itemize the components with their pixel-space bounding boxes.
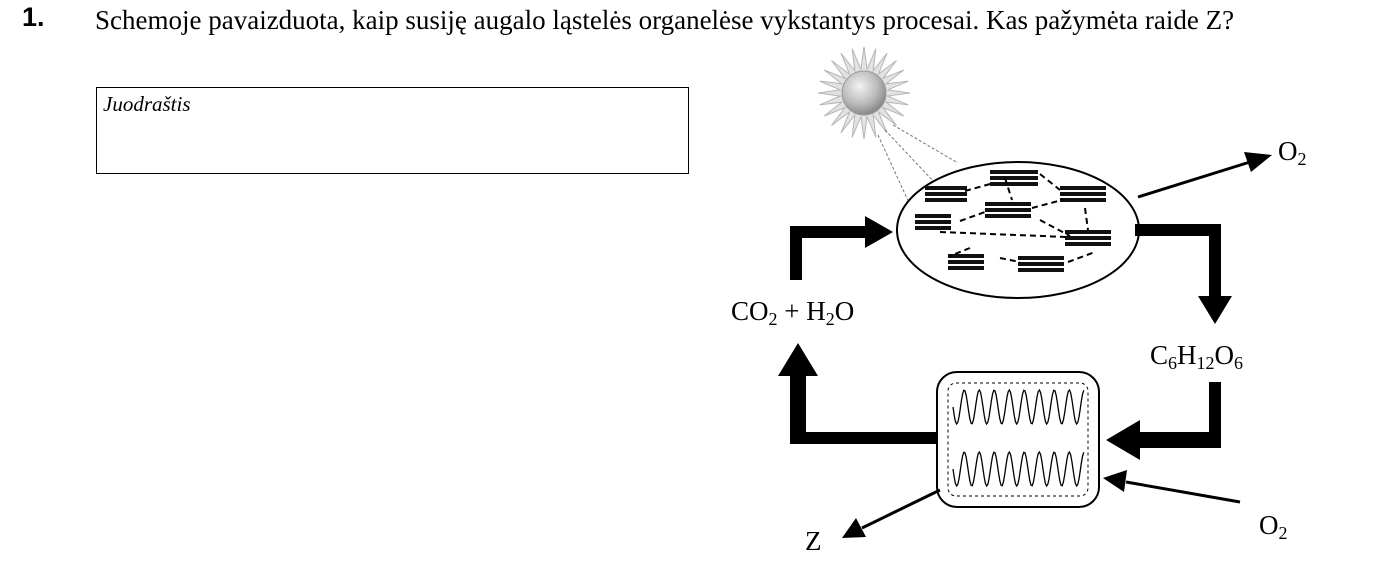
thylakoid-disc [915, 226, 951, 230]
thin-arrows [842, 152, 1272, 538]
thylakoid-disc [1065, 230, 1111, 234]
label-o2-top: O2 [1278, 136, 1307, 169]
thylakoid-disc [1018, 268, 1064, 272]
thylakoid-disc [925, 198, 967, 202]
thylakoid-disc [925, 186, 967, 190]
thylakoid-disc [1060, 198, 1106, 202]
thylakoid-disc [1065, 242, 1111, 246]
thylakoid-disc [985, 208, 1031, 212]
thylakoid-disc [948, 260, 984, 264]
thylakoid-disc [1018, 256, 1064, 260]
thylakoid-disc [1018, 262, 1064, 266]
label-glucose: C6H12O6 [1150, 340, 1244, 373]
chloroplast [896, 161, 1140, 299]
label-z: Z [805, 526, 822, 556]
thylakoid-disc [915, 220, 951, 224]
thylakoid-disc [948, 254, 984, 258]
thylakoid-disc [990, 182, 1038, 186]
thylakoid-disc [1060, 192, 1106, 196]
light-rays [877, 124, 959, 206]
thylakoid-disc [990, 170, 1038, 174]
draft-box[interactable]: Juodraštis [96, 87, 689, 174]
arrows [778, 216, 1232, 460]
thylakoid-disc [1065, 236, 1111, 240]
thylakoid-disc [985, 214, 1031, 218]
question-number: 1. [22, 2, 45, 32]
thylakoid-disc [1060, 186, 1106, 190]
thylakoid-disc [990, 176, 1038, 180]
thylakoid-disc [985, 202, 1031, 206]
sun-icon [817, 46, 911, 140]
mitochondrion [936, 371, 1100, 508]
thylakoid-disc [948, 266, 984, 270]
label-co2-h2o: CO2 + H2O [731, 296, 855, 329]
thylakoid-disc [915, 214, 951, 218]
thylakoid-disc [925, 192, 967, 196]
question-text: Schemoje pavaizduota, kaip susiję augalo… [95, 5, 1235, 35]
draft-label: Juodraštis [103, 92, 191, 116]
label-o2-bottom: O2 [1259, 510, 1288, 543]
